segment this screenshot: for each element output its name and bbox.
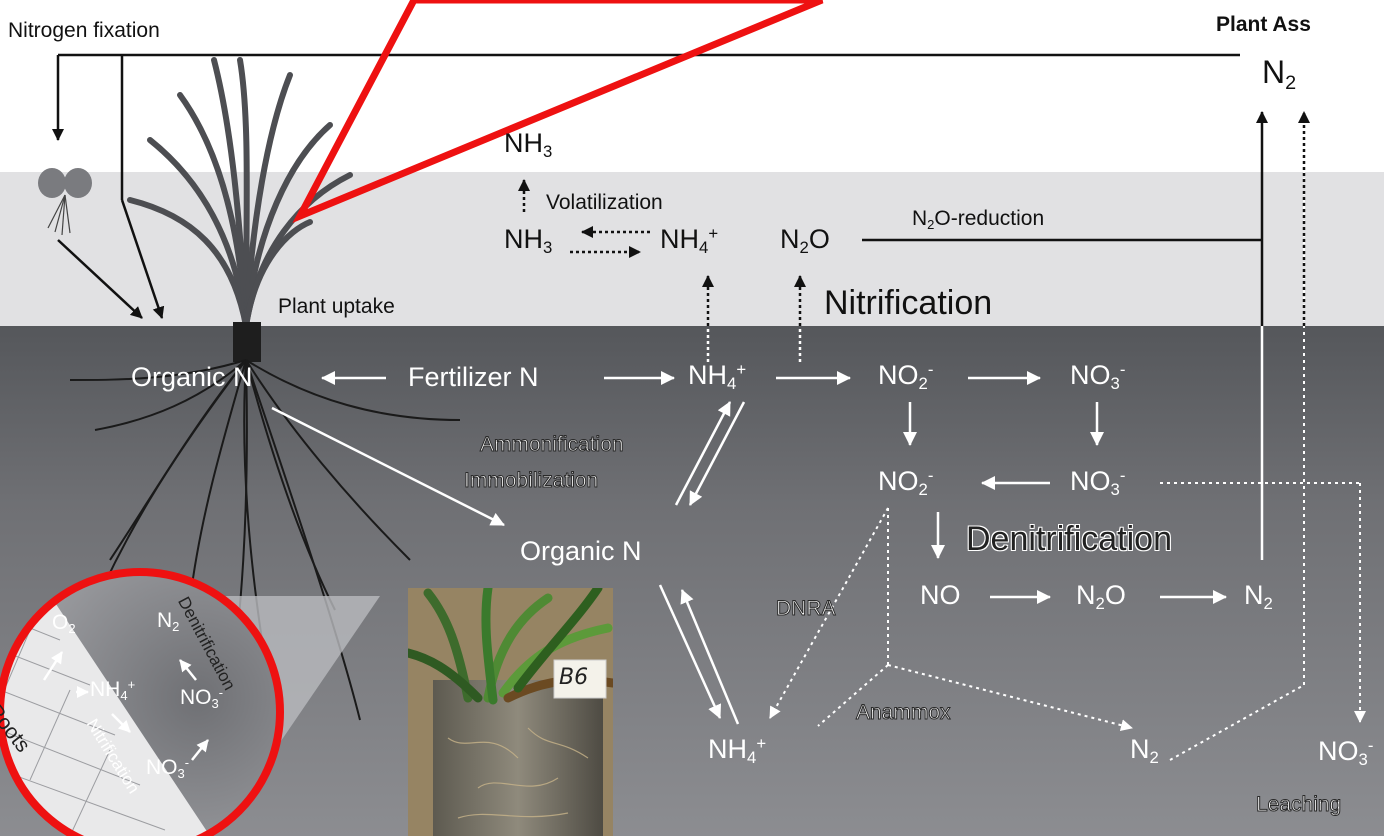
soil-nh4: NH4+	[688, 362, 746, 393]
anammox-label: Anammox	[856, 702, 951, 723]
surface-nh3: NH3	[504, 226, 552, 257]
nitrogen-fixation-label: Nitrogen fixation	[8, 20, 160, 41]
soil-n2-b: N2	[1130, 736, 1159, 767]
dnra-label: DNRA	[776, 598, 836, 619]
inset-nh4: NH4+	[90, 678, 135, 702]
inset-no3-a: NO3-	[180, 686, 223, 710]
ammonification-label: Ammonification	[480, 434, 624, 455]
inset-no3-b: NO3-	[146, 756, 189, 780]
denitrification-label: Denitrification	[966, 522, 1172, 556]
soil-n2: N2	[1244, 582, 1273, 613]
leaching-label: Leaching	[1256, 794, 1341, 815]
soil-no: NO	[920, 582, 961, 609]
plant-jar-photo: B6	[408, 588, 613, 836]
plant-ass-label: Plant Ass	[1216, 14, 1311, 35]
inset-o2: O2	[52, 612, 76, 635]
volatilization-label: Volatilization	[546, 192, 663, 213]
photo-tag: B6	[559, 667, 588, 689]
surface-nh4: NH4+	[660, 226, 718, 257]
inset-n2: N2	[157, 610, 179, 633]
soil-no2-b: NO2-	[878, 468, 933, 499]
soil-no2: NO2-	[878, 362, 933, 393]
soil-nh4-b: NH4+	[708, 736, 766, 767]
nitrification-label: Nitrification	[824, 286, 992, 320]
plant-stem	[233, 322, 261, 362]
surface-n2o: N2O	[780, 226, 830, 257]
soil-no3-b: NO3-	[1070, 468, 1125, 499]
immobilization-label: Immobilization	[464, 470, 598, 491]
fertilizer-n-label: Fertilizer N	[408, 364, 539, 391]
soil-n2o: N2O	[1076, 582, 1126, 613]
soil-no3: NO3-	[1070, 362, 1125, 393]
plant-uptake-label: Plant uptake	[278, 296, 395, 317]
n2o-reduction-label: N2O-reduction	[912, 208, 1044, 231]
organic-n-2-label: Organic N	[520, 538, 642, 565]
atmosphere-nh3: NH3	[504, 130, 552, 161]
atmosphere-n2: N2	[1262, 56, 1296, 94]
organic-n-label: Organic N	[131, 364, 253, 391]
soil-no3-c: NO3-	[1318, 738, 1373, 769]
